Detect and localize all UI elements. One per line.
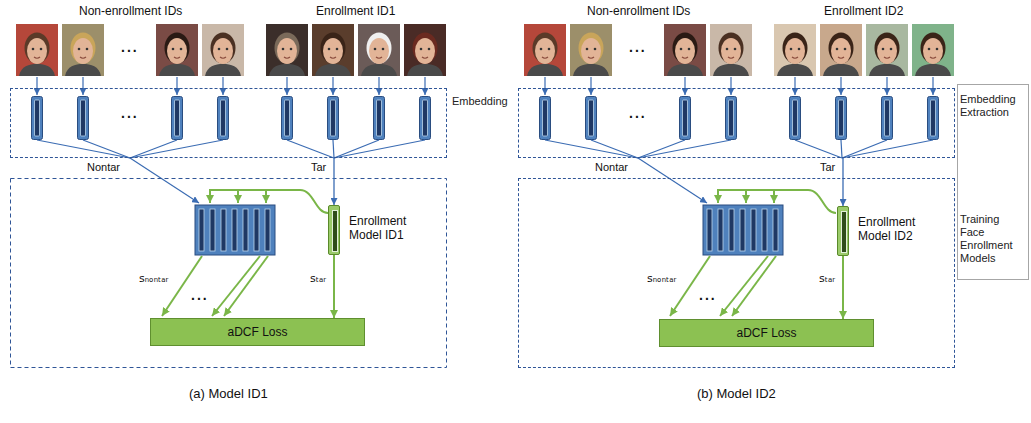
loss-box: aDCF Loss xyxy=(659,319,874,347)
panel-caption: (b) Model ID2 xyxy=(697,386,776,401)
connector xyxy=(842,256,844,319)
extraction-region: Embedding Extraction xyxy=(518,88,955,158)
enrollment-model-vector: Enrollment Model ID2 xyxy=(837,206,849,256)
connector xyxy=(333,255,335,318)
ellipsis: ... xyxy=(121,40,139,54)
ellipsis: ... xyxy=(699,288,717,302)
label-frame xyxy=(958,85,1029,280)
panel-b-art xyxy=(524,24,954,316)
panel-a-art xyxy=(11,24,447,368)
vector-core xyxy=(841,211,847,253)
connector xyxy=(842,158,843,206)
flow-label: Nontar xyxy=(593,161,630,174)
ellipsis: ... xyxy=(629,40,647,54)
flow-label: Tar xyxy=(818,161,837,174)
face-photos xyxy=(16,24,446,76)
loss-label: aDCF Loss xyxy=(736,327,796,340)
loss-label: aDCF Loss xyxy=(227,326,287,339)
score-label: sₙₒₙₜₐᵣ xyxy=(137,272,170,286)
group-heading: Enrollment ID2 xyxy=(824,4,903,18)
score-label: sₜₐᵣ xyxy=(308,272,328,286)
group-heading: Enrollment ID1 xyxy=(316,4,395,18)
model-label: Enrollment Model ID2 xyxy=(858,215,920,243)
embedding-vector xyxy=(218,97,229,140)
pipeline-art xyxy=(32,77,431,316)
group-heading: Non-enrollment IDs xyxy=(587,4,690,18)
embedding-vector xyxy=(172,97,183,140)
merge-lines xyxy=(37,140,425,203)
connector xyxy=(333,158,334,205)
enrollment-model-vector: Enrollment Model ID1 xyxy=(328,205,340,255)
ellipsis: ... xyxy=(191,288,209,302)
panel-caption: (a) Model ID1 xyxy=(189,386,268,401)
region-heading: Training Face Enrollment Models xyxy=(960,213,1024,265)
embedding-vector xyxy=(328,97,339,140)
embedding-vector xyxy=(420,97,431,140)
embedding-vector xyxy=(374,97,385,140)
embedding-vector xyxy=(78,97,89,140)
score-matrix xyxy=(195,205,275,255)
embedding-vectors xyxy=(32,97,431,140)
region-heading: Embedding xyxy=(452,95,508,108)
flow-label: Tar xyxy=(309,161,328,174)
group-heading: Non-enrollment IDs xyxy=(79,4,182,18)
score-label: sₜₐᵣ xyxy=(817,272,837,286)
loss-box: aDCF Loss xyxy=(150,318,365,346)
vector-core xyxy=(332,210,338,252)
embedding-vector xyxy=(282,97,293,140)
training-region xyxy=(11,179,447,368)
face-photos xyxy=(524,24,954,76)
flow-label: Nontar xyxy=(85,161,122,174)
region-heading: Embedding Extraction xyxy=(960,93,1024,119)
embedding-vector xyxy=(32,97,43,140)
training-region: Training Face Enrollment ModelsEnrollmen… xyxy=(518,178,955,368)
pipeline-art xyxy=(540,77,939,316)
model-label: Enrollment Model ID1 xyxy=(349,214,411,242)
extraction-arrows xyxy=(37,77,425,95)
scoring-arrows xyxy=(162,190,328,316)
extraction-region: Embedding xyxy=(10,88,447,158)
score-label: sₙₒₙₜₐᵣ xyxy=(645,272,678,286)
ellipsis: ... xyxy=(121,106,139,120)
ellipsis: ... xyxy=(629,106,647,120)
